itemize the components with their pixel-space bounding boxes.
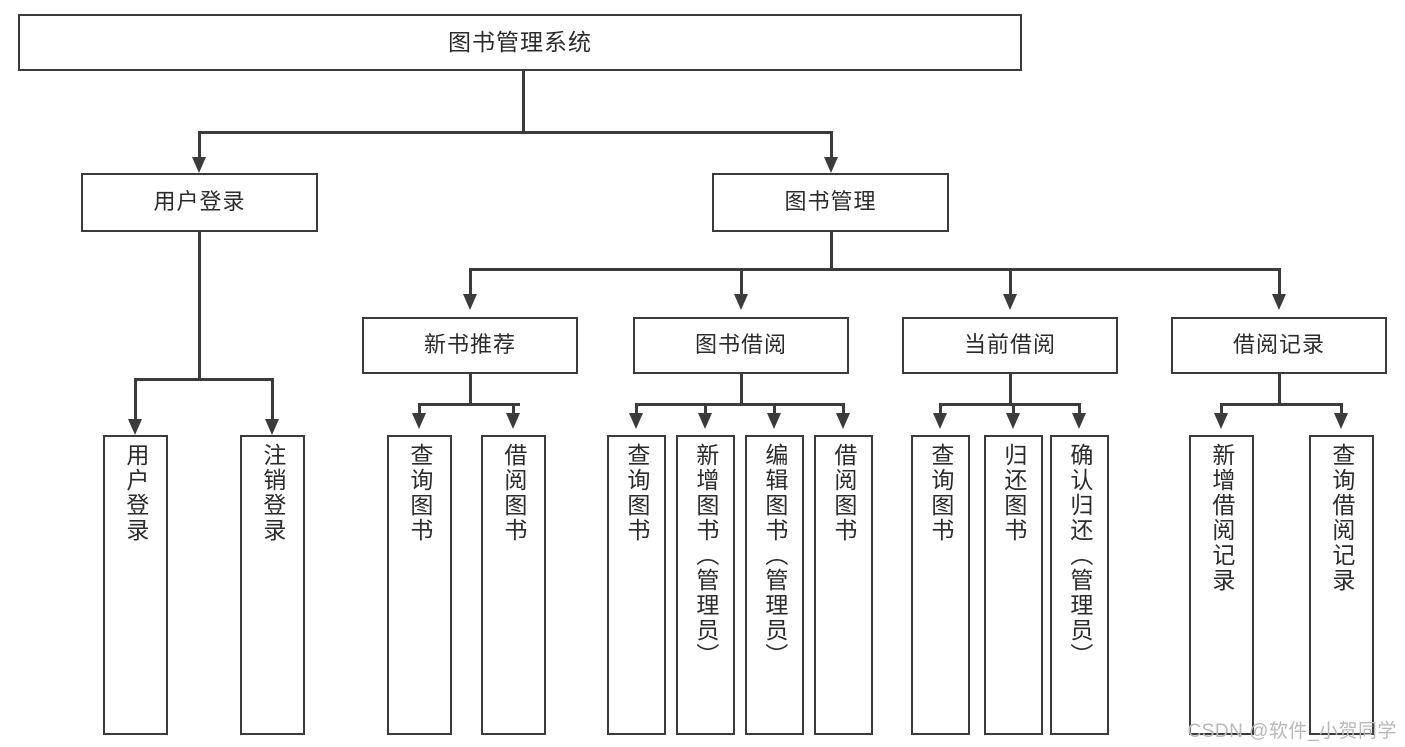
node-leaf-11[interactable]: 新增借阅记录 [1189, 435, 1254, 735]
connector-group2-bus [939, 403, 1079, 406]
node-leaf-9[interactable]: 归还图书 [984, 435, 1043, 735]
arrowhead-icon-group1-0 [629, 413, 644, 429]
node-leaf-label: 注销登录 [259, 443, 286, 543]
node-level3-label: 图书借阅 [694, 332, 787, 358]
arrowhead-icon-group0-0 [412, 413, 427, 429]
connector-group1-bus [635, 403, 844, 406]
arrowhead-icon-root-0 [192, 157, 207, 173]
connector-manage-bus [469, 268, 1280, 271]
connector-group2-drop-2 [1078, 403, 1081, 413]
arrowhead-icon-group2-2 [1072, 413, 1087, 429]
node-level2-0[interactable]: 用户登录 [81, 173, 318, 232]
node-leaf-label: 编辑图书（管理员） [761, 443, 788, 668]
connector-group0-drop-1 [512, 403, 515, 413]
node-level3-0[interactable]: 新书推荐 [362, 317, 578, 374]
arrowhead-icon-manage-1 [734, 294, 749, 310]
node-level3-1[interactable]: 图书借阅 [633, 317, 849, 374]
connector-group1-stem [740, 374, 743, 405]
connector-manage-drop-1 [740, 268, 743, 294]
node-level3-2[interactable]: 当前借阅 [902, 317, 1118, 374]
connector-group3-stem [1278, 374, 1281, 405]
node-level2-label: 用户登录 [153, 189, 246, 215]
node-level3-label: 新书推荐 [423, 332, 516, 358]
node-leaf-label: 归还图书 [1000, 443, 1027, 543]
node-leaf-label: 新增图书（管理员） [692, 443, 719, 668]
connector-login-drop-1 [271, 378, 274, 419]
node-leaf-8[interactable]: 查询图书 [911, 435, 970, 735]
connector-group0-stem [469, 374, 472, 405]
node-leaf-label: 查询图书 [406, 443, 433, 543]
node-leaf-7[interactable]: 借阅图书 [814, 435, 873, 735]
node-level3-3[interactable]: 借阅记录 [1171, 317, 1387, 374]
connector-login-stem [198, 232, 201, 380]
node-leaf-label: 查询图书 [623, 443, 650, 543]
connector-group2-stem [1009, 374, 1012, 405]
connector-root-drop-0 [198, 131, 201, 157]
connector-group1-drop-2 [773, 403, 776, 413]
arrowhead-icon-group0-1 [506, 413, 521, 429]
connector-group3-drop-0 [1220, 403, 1223, 413]
node-root-label: 图书管理系统 [448, 28, 592, 55]
node-leaf-label: 查询借阅记录 [1328, 443, 1355, 593]
node-level3-label: 当前借阅 [963, 332, 1056, 358]
arrowhead-icon-group2-1 [1006, 413, 1021, 429]
arrowhead-icon-group1-3 [836, 413, 851, 429]
arrowhead-icon-group3-1 [1334, 413, 1349, 429]
node-leaf-label: 用户登录 [122, 443, 149, 543]
arrowhead-icon-login-1 [265, 419, 280, 435]
node-leaf-3[interactable]: 借阅图书 [481, 435, 546, 735]
node-leaf-label: 查询图书 [927, 443, 954, 543]
arrowhead-icon-manage-2 [1003, 294, 1018, 310]
connector-group2-drop-0 [939, 403, 942, 413]
arrowhead-icon-manage-0 [463, 294, 478, 310]
connector-group3-bus [1220, 403, 1340, 406]
node-leaf-0[interactable]: 用户登录 [103, 435, 168, 735]
connector-manage-drop-0 [469, 268, 472, 294]
arrowhead-icon-group1-1 [698, 413, 713, 429]
connector-manage-drop-3 [1278, 268, 1281, 294]
node-leaf-12[interactable]: 查询借阅记录 [1309, 435, 1374, 735]
node-level3-label: 借阅记录 [1232, 332, 1325, 358]
connector-login-drop-0 [134, 378, 137, 419]
connector-manage-stem [830, 232, 833, 270]
node-level2-1[interactable]: 图书管理 [712, 173, 949, 232]
node-leaf-5[interactable]: 新增图书（管理员） [676, 435, 735, 735]
connector-root-stem [522, 71, 525, 133]
csdn-watermark: CSDN @软件_小贺同学 [1187, 721, 1397, 742]
arrowhead-icon-manage-3 [1272, 294, 1287, 310]
connector-login-bus [134, 378, 271, 381]
node-root[interactable]: 图书管理系统 [18, 14, 1022, 71]
connector-group2-drop-1 [1012, 403, 1015, 413]
node-leaf-2[interactable]: 查询图书 [387, 435, 452, 735]
connector-group3-drop-1 [1340, 403, 1343, 413]
arrowhead-icon-login-0 [128, 419, 143, 435]
node-leaf-label: 借阅图书 [830, 443, 857, 543]
node-level2-label: 图书管理 [784, 189, 877, 215]
connector-group1-drop-0 [635, 403, 638, 413]
node-leaf-4[interactable]: 查询图书 [607, 435, 666, 735]
arrowhead-icon-root-1 [824, 157, 839, 173]
connector-root-drop-1 [830, 131, 833, 157]
node-leaf-label: 确认归还（管理员） [1066, 443, 1093, 668]
connector-group1-drop-1 [704, 403, 707, 413]
node-leaf-6[interactable]: 编辑图书（管理员） [745, 435, 804, 735]
arrowhead-icon-group3-0 [1214, 413, 1229, 429]
arrowhead-icon-group2-0 [933, 413, 948, 429]
connector-group1-drop-3 [842, 403, 845, 413]
node-leaf-10[interactable]: 确认归还（管理员） [1050, 435, 1109, 735]
connector-group0-bus [418, 403, 520, 406]
node-leaf-1[interactable]: 注销登录 [240, 435, 305, 735]
connector-root-bus [198, 131, 831, 134]
node-leaf-label: 借阅图书 [500, 443, 527, 543]
connector-manage-drop-2 [1009, 268, 1012, 294]
connector-group0-drop-0 [418, 403, 421, 413]
arrowhead-icon-group1-2 [767, 413, 782, 429]
node-leaf-label: 新增借阅记录 [1208, 443, 1235, 593]
